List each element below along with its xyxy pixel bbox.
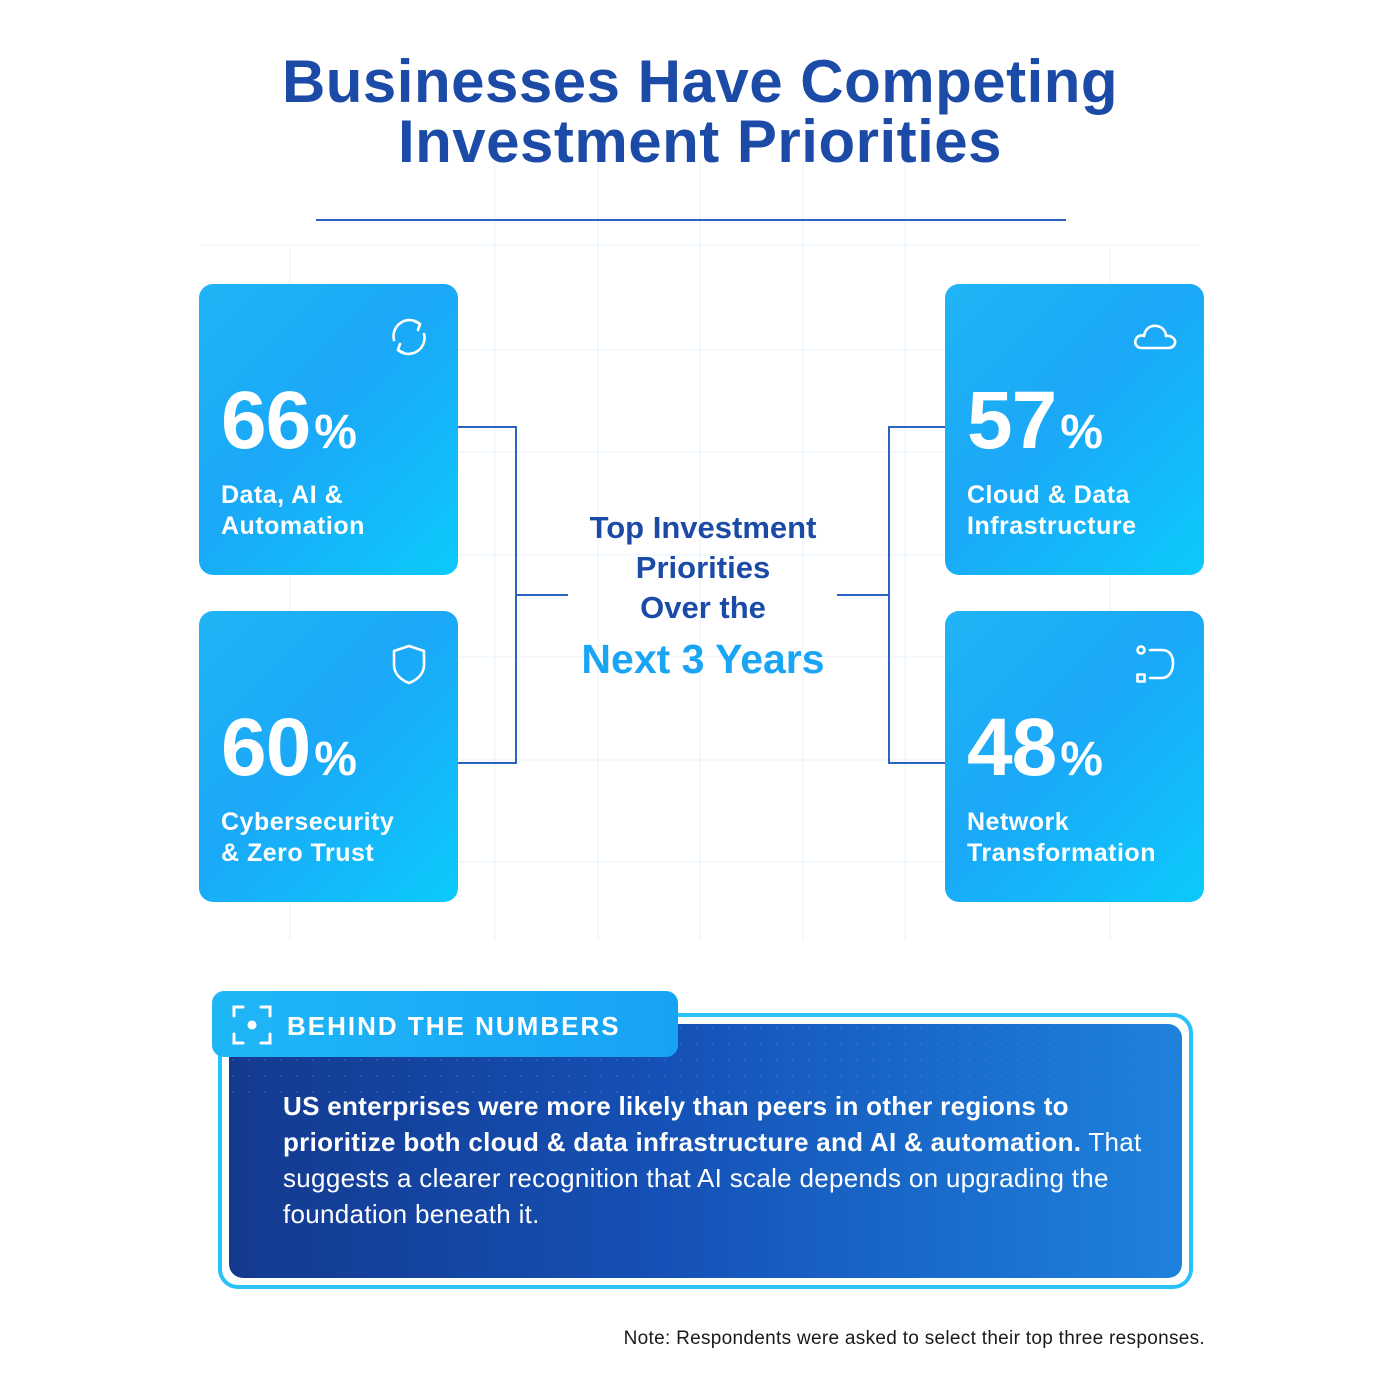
card-label: Network Transformation [967,807,1156,869]
behind-numbers-frame [218,1013,1193,1289]
card-label-line-1: Network [967,808,1070,836]
behind-strong-text: US enterprises were more likely than pee… [283,1091,1082,1157]
behind-numbers-tab: BEHIND THE NUMBERS [212,991,678,1057]
card-label-line-2: Transformation [967,839,1156,867]
percentage-value: 57% [967,380,1103,462]
network-route-icon [1136,645,1175,683]
behind-numbers-label: BEHIND THE NUMBERS [287,1011,621,1041]
center-line-1: Top Investment [589,510,817,545]
percentage-value: 66% [221,380,357,462]
behind-numbers-text: US enterprises were more likely than pee… [283,1088,1153,1232]
page-title: Businesses Have Competing Investment Pri… [0,52,1400,172]
card-label: Data, AI & Automation [221,480,365,542]
percent-number: 60 [221,702,311,793]
title-divider [316,219,1066,221]
cloud-icon [1133,324,1177,350]
shield-icon [392,644,426,685]
card-label: Cybersecurity & Zero Trust [221,807,394,869]
center-heading: Top Investment Priorities Over the Next … [553,508,853,686]
focus-frame-icon [232,1005,272,1045]
card-label-line-1: Data, AI & [221,481,344,509]
center-highlight: Next 3 Years [581,636,825,682]
priority-card-data-ai: 66% Data, AI & Automation [199,284,458,575]
percent-number: 66 [221,375,311,466]
percent-sign: % [1060,733,1103,786]
percent-sign: % [314,406,357,459]
center-line-2: Priorities [635,550,771,585]
priority-card-network: 48% Network Transformation [945,611,1204,902]
behind-numbers-panel [229,1024,1182,1278]
refresh-icon [392,318,426,356]
percentage-value: 48% [967,707,1103,789]
priority-card-cloud: 57% Cloud & Data Infrastructure [945,284,1204,575]
center-line-3: Over the [640,590,766,625]
card-label-line-2: Infrastructure [967,512,1137,540]
card-label-line-2: & Zero Trust [221,839,375,867]
behind-body-text: That suggests a clearer recognition that… [283,1127,1142,1229]
percentage-value: 60% [221,707,357,789]
title-line-1: Businesses Have Competing [281,48,1119,115]
percent-number: 57 [967,375,1057,466]
priority-card-cybersecurity: 60% Cybersecurity & Zero Trust [199,611,458,902]
card-label-line-1: Cybersecurity [221,808,395,836]
card-label: Cloud & Data Infrastructure [967,480,1137,542]
card-label-line-1: Cloud & Data [967,481,1130,509]
card-label-line-2: Automation [221,512,365,540]
percent-sign: % [1060,406,1103,459]
percent-sign: % [314,733,357,786]
footnote: Note: Respondents were asked to select t… [623,1328,1205,1349]
percent-number: 48 [967,702,1057,793]
title-line-2: Investment Priorities [397,108,1003,175]
